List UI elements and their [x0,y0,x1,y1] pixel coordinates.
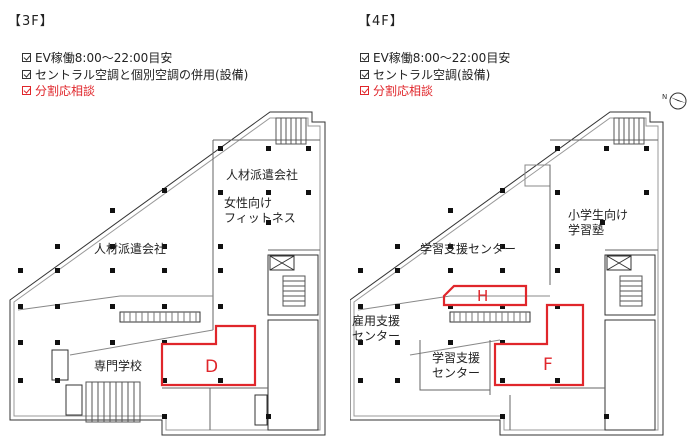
checkbox-icon [22,86,31,95]
unit-f-outline [493,303,585,387]
floor-4f-title: 【4F】 [358,14,404,29]
floor-3f-plan [9,111,326,436]
checkbox-icon [360,86,369,95]
feature-elevator: EV稼働8:00～22:00目安 [360,50,510,67]
floor-3f-title: 【3F】 [8,14,54,29]
checkbox-icon [22,69,31,79]
unit-h-outline [442,284,528,307]
feature-split: 分割応相談 [360,83,510,100]
room-4f-c: 雇用支援 センター [352,314,401,343]
checkbox-icon [360,69,369,79]
room-3f-a: 人材派遣会社 [226,168,299,182]
unit-h-label: H [477,287,489,305]
floor-3f-features: EV稼働8:00～22:00目安 セントラル空調と個別空調の併用(設備) 分割応… [22,50,248,100]
unit-f-label: F [543,355,553,375]
floor-4f-features: EV稼働8:00～22:00目安 セントラル空調(設備) 分割応相談 [360,50,510,100]
feature-aircon: セントラル空調と個別空調の併用(設備) [22,67,248,84]
room-4f-a: 小学生向け 学習塾 [568,208,629,237]
feature-aircon: セントラル空調(設備) [360,67,510,84]
room-3f-c: 人材派遣会社 [94,242,167,256]
room-4f-d: 学習支援 センター [432,351,481,380]
floor-4f-plan [350,111,664,436]
unit-d-label: D [205,357,219,377]
feature-split: 分割応相談 [22,83,248,100]
floor-3f-panel: 【3F】 EV稼働8:00～22:00目安 セントラル空調と個別空調の併用(設備… [0,0,349,443]
checkbox-icon [360,53,369,62]
room-3f-b: 女性向け フィットネス [224,196,296,225]
svg-text:N: N [662,93,667,101]
unit-d-outline [160,324,257,387]
room-3f-d: 専門学校 [94,359,143,373]
north-compass-icon: N [662,92,687,110]
room-4f-b: 学習支援センター [420,242,517,256]
feature-elevator: EV稼働8:00～22:00目安 [22,50,248,67]
floor-4f-panel: 【4F】 EV稼働8:00～22:00目安 セントラル空調(設備) 分割応相談 … [350,0,699,443]
checkbox-icon [22,53,31,62]
